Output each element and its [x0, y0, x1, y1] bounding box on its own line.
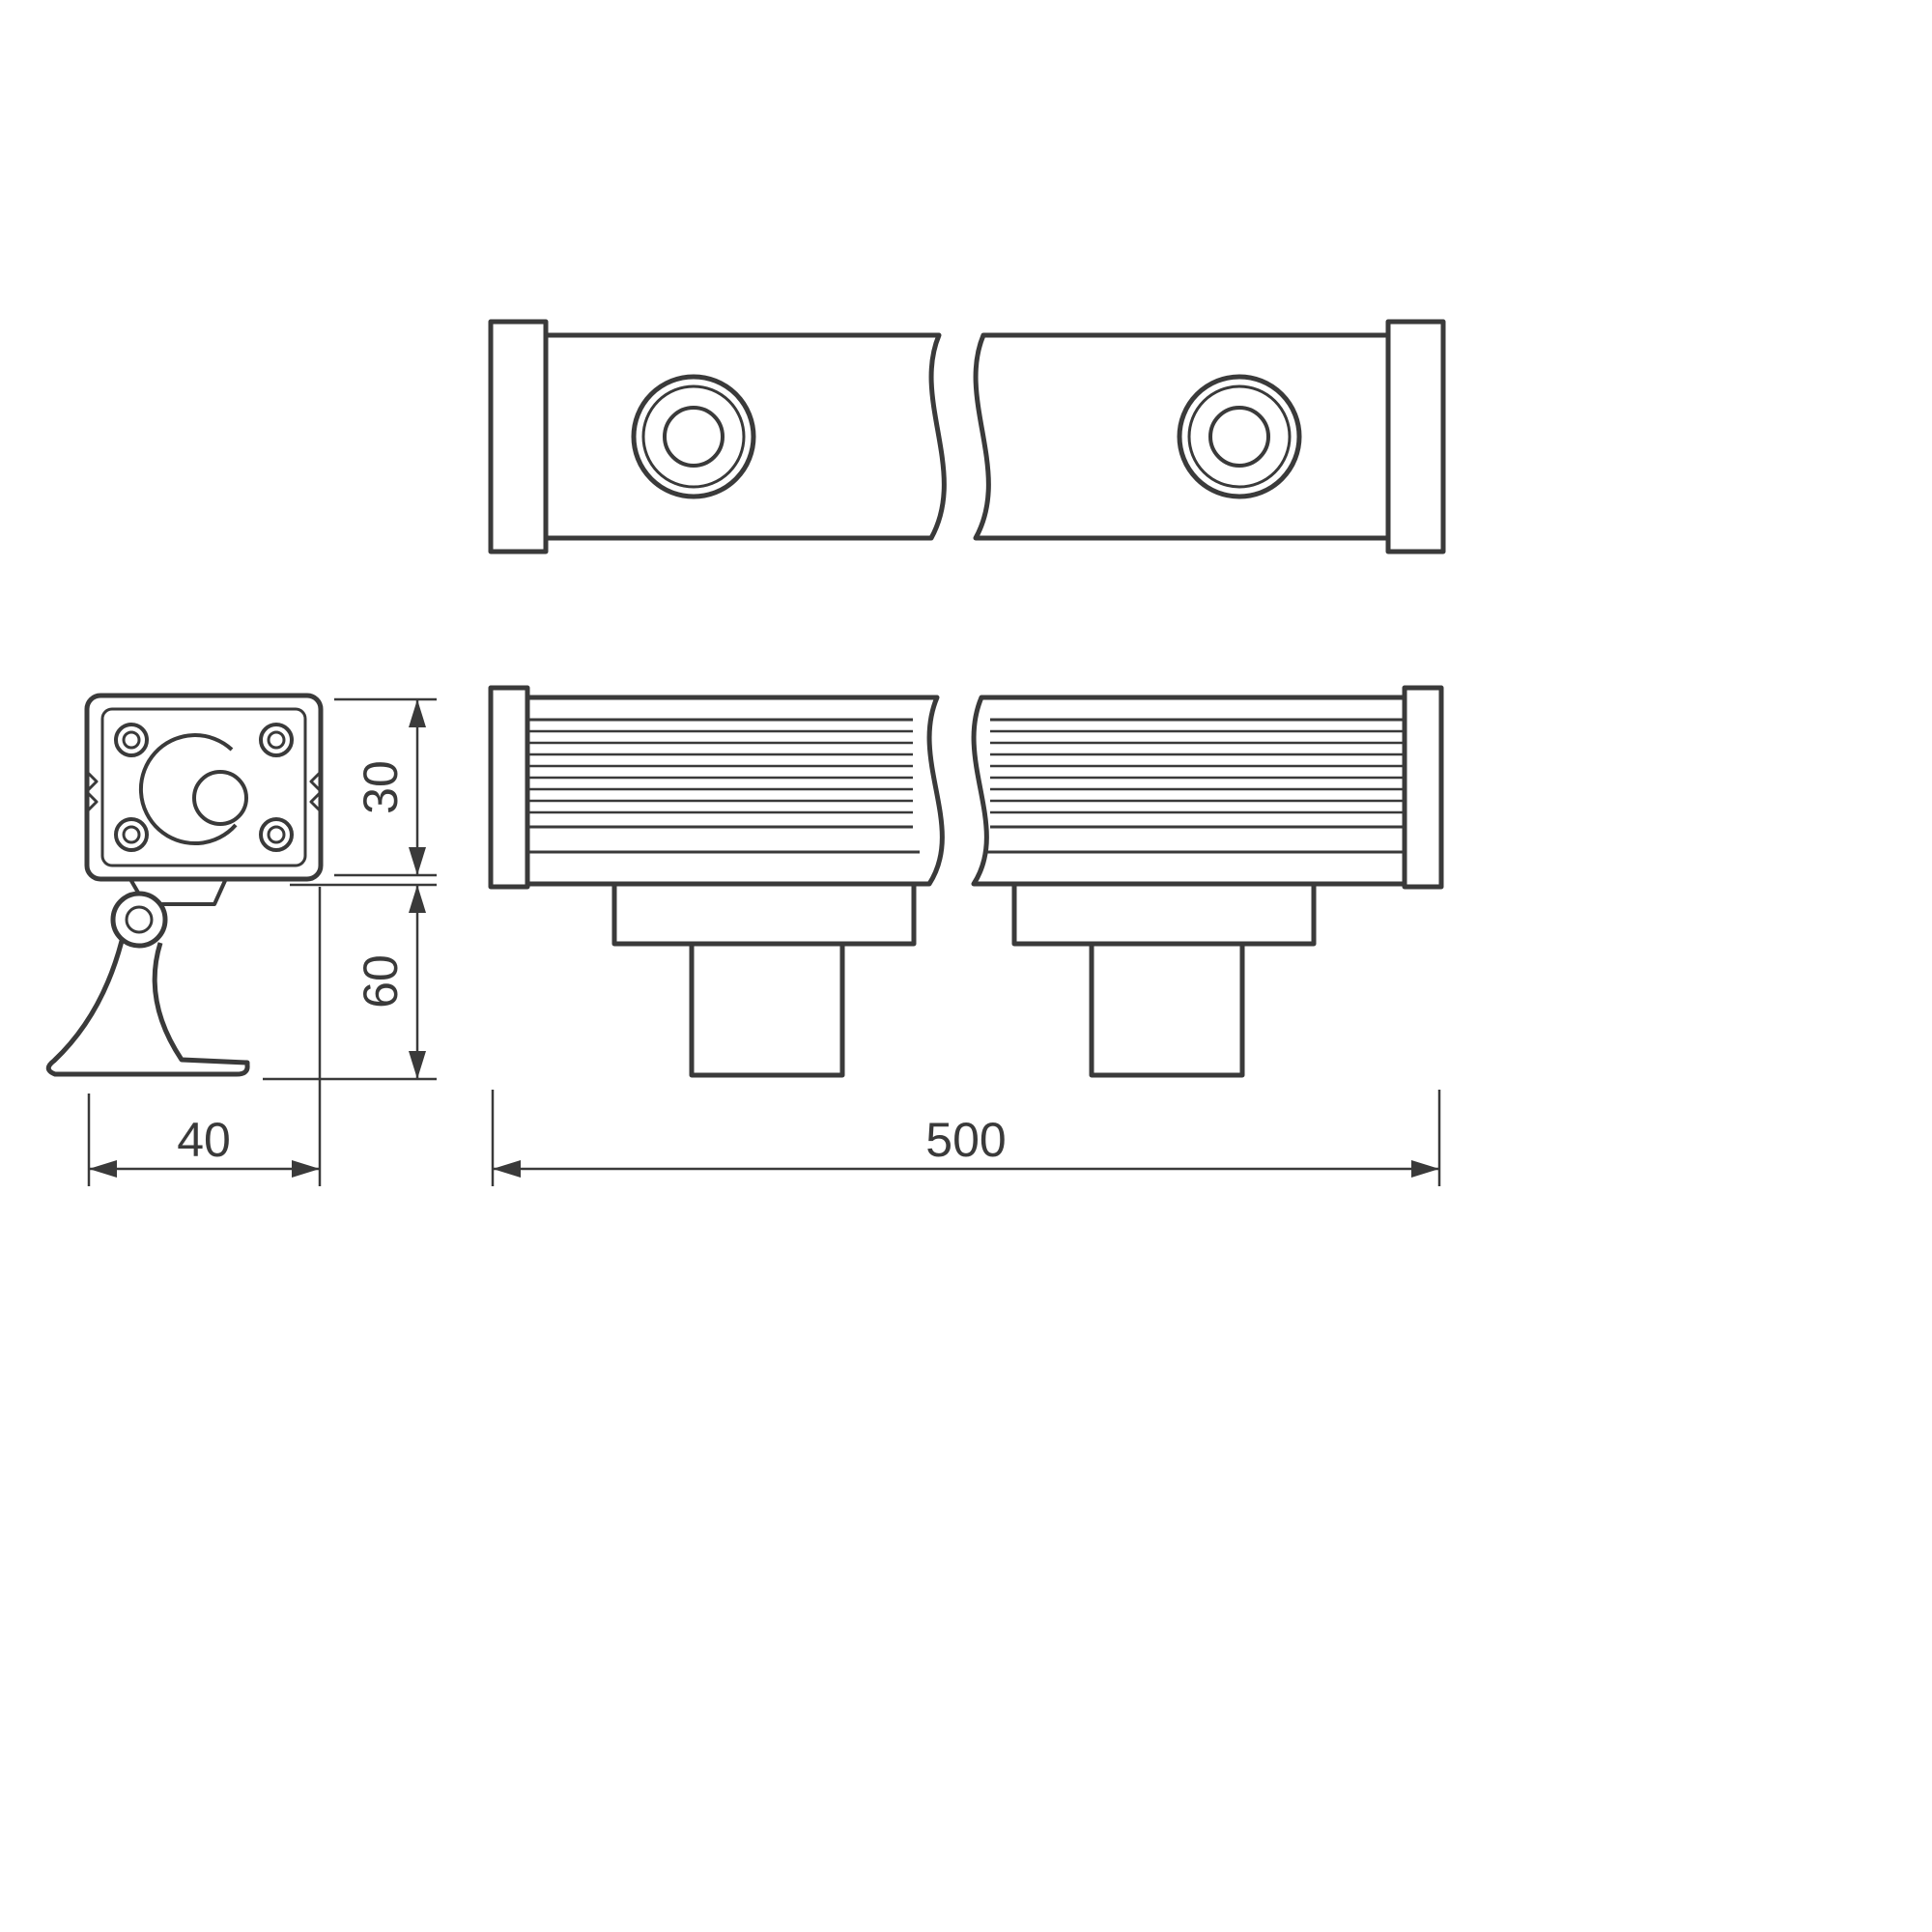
bracket-base	[689, 941, 845, 1078]
dimension-label-body-height: 30	[354, 760, 408, 814]
top-view-end-cap-right	[1385, 319, 1446, 554]
mounting-bracket-front-1	[611, 881, 917, 1078]
arrow-up	[409, 699, 426, 727]
lens-mid-ring	[1187, 384, 1292, 489]
bracket-base	[1089, 941, 1245, 1078]
lens-side-view-crescent	[138, 733, 238, 846]
arrow-right	[292, 1160, 320, 1178]
corner-screws	[114, 723, 294, 852]
side-view-body	[84, 693, 324, 882]
lens-top-view-2	[1177, 374, 1302, 499]
arrow-left	[89, 1160, 117, 1178]
arrow-down	[409, 847, 426, 875]
bracket-step	[1011, 881, 1317, 947]
screw-outer	[259, 817, 294, 852]
top-view-end-cap-left	[488, 319, 549, 554]
lens-outer-ring	[1177, 374, 1302, 499]
front-view-end-cap-right	[1402, 685, 1444, 890]
dimension-label-bracket-height: 60	[354, 954, 408, 1009]
lens-side-view-inner	[192, 770, 248, 826]
lens-inner-circle	[663, 406, 724, 468]
screw-inner	[267, 730, 286, 750]
screw-outer	[259, 723, 294, 757]
heatsink-notches-right	[309, 771, 322, 812]
heatsink-ribs	[527, 718, 1405, 854]
screw-outer	[114, 723, 149, 757]
dimension-bracket-height: 60	[263, 883, 437, 1081]
screw-inner	[122, 730, 141, 750]
lens-top-view-1	[631, 374, 756, 499]
dimension-label-length: 500	[925, 1113, 1006, 1167]
front-view-body-left-segment	[525, 695, 945, 887]
screw-outer	[114, 817, 149, 852]
lens-inner-circle	[1208, 406, 1270, 468]
side-view	[45, 693, 324, 1077]
dimension-label-width: 40	[177, 1113, 231, 1167]
heatsink-notches-left	[86, 771, 99, 812]
arrow-left	[493, 1160, 521, 1178]
dimension-length: 500	[491, 1090, 1441, 1186]
front-view-body-right-segment	[971, 695, 1407, 887]
front-view-end-cap-left	[488, 685, 530, 890]
bracket-arm	[45, 940, 250, 1077]
top-view	[488, 319, 1446, 554]
lens-outer-ring	[631, 374, 756, 499]
dimension-width: 40	[87, 887, 322, 1186]
screw-inner	[267, 825, 286, 844]
dimension-body-height: 30	[334, 697, 437, 877]
lens-mid-ring	[641, 384, 746, 489]
pivot-knuckle-inner	[125, 905, 154, 934]
arrow-right	[1411, 1160, 1439, 1178]
arrow-down	[409, 1051, 426, 1079]
pivot-knuckle-outer	[110, 891, 168, 949]
side-view-face-plate	[100, 707, 307, 867]
arrow-up	[409, 885, 426, 913]
mounting-bracket-front-2	[1011, 881, 1317, 1078]
front-view	[488, 685, 1444, 1078]
bracket-step	[611, 881, 917, 947]
screw-inner	[122, 825, 141, 844]
